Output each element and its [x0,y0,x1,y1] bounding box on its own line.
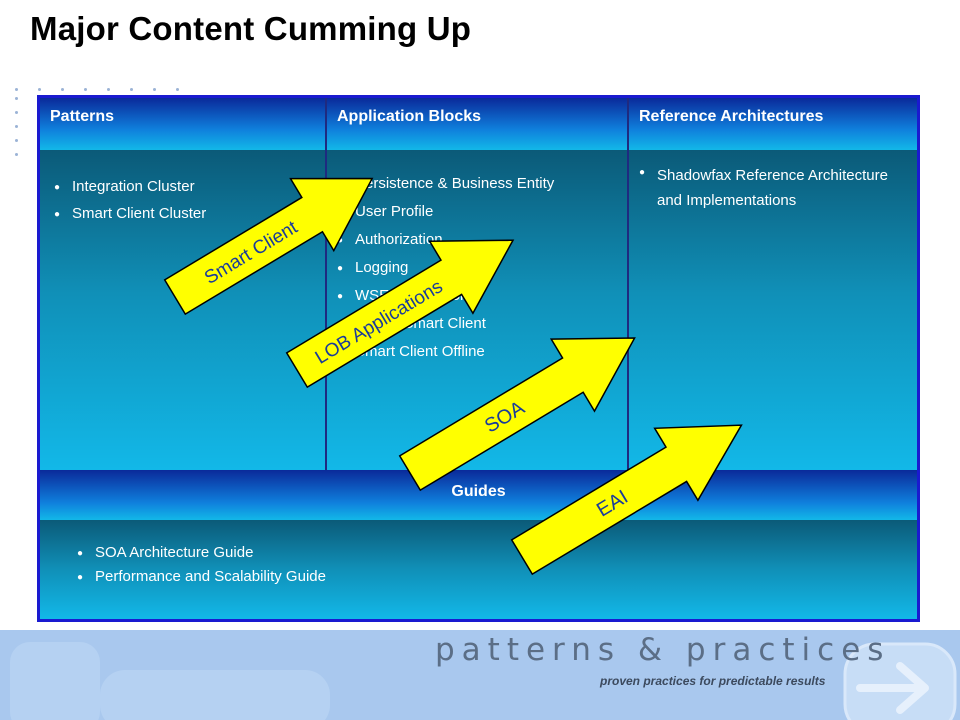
footer-banner: patterns & practices proven practices fo… [0,630,960,720]
column-header: Reference Architectures [629,98,917,150]
guides-header: Guides [40,470,917,520]
column-header: Application Blocks [327,98,627,150]
arrow-label: LOB Applications [312,276,447,369]
footer-graphic [0,630,960,720]
decorative-dots-row [15,78,199,96]
list-item: SOA Architecture Guide [77,544,917,564]
arrow-right-icon [856,662,929,714]
list-item: Authorization [337,231,627,251]
list-item: Performance and Scalability Guide [77,568,917,588]
column-reference-architectures: Reference Architectures Shadowfax Refere… [629,98,917,470]
arrow-smart-client: Smart Client [163,177,374,316]
list-item: Shadowfax Reference Architecture and Imp… [639,163,897,213]
column-header: Patterns [40,98,325,150]
list-item: Smart Client Cluster [54,205,325,225]
guides-section: Guides SOA Architecture Guide Performanc… [40,470,917,619]
arrow-eai: EAI [510,424,743,576]
decorative-dots-column [15,97,18,167]
list-item: Logging [337,259,627,279]
brand-wordmark: patterns & practices [435,632,891,668]
list-item: Integration Cluster [54,178,325,198]
brand-tagline: proven practices for predictable results [600,674,826,688]
slide-title: Major Content Cumming Up [30,10,472,47]
